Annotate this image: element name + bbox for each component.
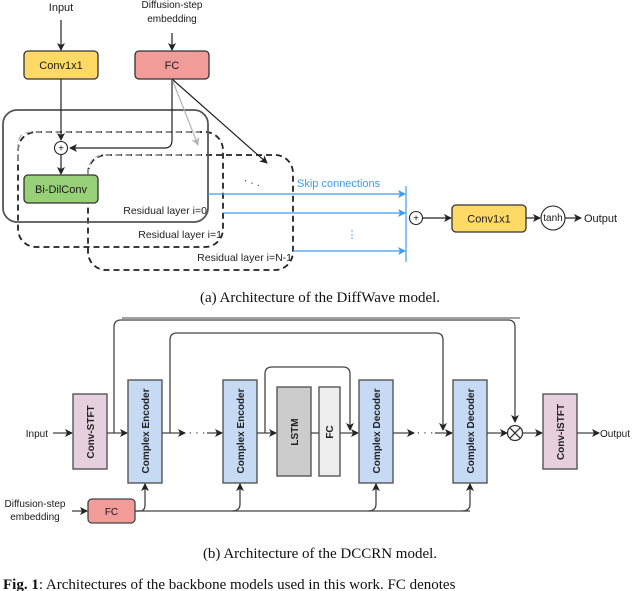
figure-caption-text: : Architectures of the backbone models u… — [39, 577, 456, 591]
dccrn-embedding-label-line1: Diffusion-step — [5, 499, 66, 510]
figure-caption-prefix: Fig. 1 — [3, 577, 39, 591]
complex-encoder-1 — [127, 379, 163, 484]
conv1x1-input-label: Conv1x1 — [39, 60, 82, 72]
figure-caption: Fig. 1: Architectures of the backbone mo… — [3, 577, 456, 591]
input-label: Input — [49, 2, 73, 14]
bidilconv-block — [23, 174, 99, 204]
lstm-label: LSTM — [290, 418, 301, 445]
embedding-to-decoder1-arrow — [367, 483, 380, 512]
complex-encoder-1-label: Complex Encoder — [141, 388, 152, 473]
fc-embedding-label: FC — [105, 507, 118, 518]
bidilconv-label: Bi-DilConv — [35, 184, 87, 196]
complex-encoder-n-label: Complex Encoder — [236, 388, 247, 473]
layers-ellipsis: · · · — [242, 174, 262, 191]
fc-mid-label: FC — [325, 425, 336, 438]
dccrn-embedding-label-line2: embedding — [10, 512, 59, 523]
complex-decoder-1-label: Complex Decoder — [372, 388, 383, 473]
conv-stft-block — [72, 393, 108, 470]
skip-connection-outer — [113, 319, 519, 433]
conv-stft-label: Conv-STFT — [86, 405, 97, 458]
dccrn-diagram: Input Conv-STFT Complex Encoder · · · Co… — [5, 319, 630, 524]
conv-istft-label: Conv-iSTFT — [556, 404, 567, 460]
fc-mid-block — [318, 386, 341, 477]
residual-layer-n-1-label: Residual layer i=N-1 — [197, 252, 292, 264]
decoder-ellipsis: · · · — [416, 427, 433, 439]
fc-to-layerN-arrow — [171, 78, 268, 164]
dccrn-input-label: Input — [26, 429, 48, 440]
lstm-block — [276, 386, 312, 477]
conv1x1-output-label: Conv1x1 — [467, 214, 510, 226]
output-label: Output — [584, 213, 617, 225]
residual-layer-1-label: Residual layer i=1 — [138, 229, 222, 241]
complex-decoder-n-label: Complex Decoder — [466, 388, 477, 473]
skip-connection-inner — [264, 366, 354, 433]
caption-a: (a) Architecture of the DiffWave model. — [200, 290, 440, 306]
skip-vertical-ellipsis: ⋮ — [347, 229, 358, 241]
caption-b: (b) Architecture of the DCCRN model. — [203, 546, 437, 562]
embedding-to-encoder2-arrow — [231, 483, 244, 512]
encoder-ellipsis: · · · — [188, 427, 205, 439]
conv-istft-block — [542, 393, 578, 470]
skip-connections-label: Skip connections — [297, 178, 381, 190]
grey-dashed-outline — [17, 131, 200, 160]
tanh-label: tanh — [543, 213, 562, 224]
diffwave-diagram: Input Diffusion-step embedding Conv1x1 F… — [2, 0, 617, 271]
embedding-to-decoder2-arrow — [461, 483, 474, 512]
fc-to-sum-arrow — [69, 79, 173, 152]
fc-label: FC — [165, 60, 180, 72]
embedding-label-line1: Diffusion-step — [142, 0, 203, 11]
skip-connection-middle — [169, 332, 447, 433]
complex-decoder-n — [452, 379, 488, 484]
fc-to-layer1-arrow — [171, 78, 200, 146]
embedding-label-line2: embedding — [147, 14, 196, 25]
grey-dashed-outline-2 — [87, 154, 205, 176]
residual-layer-0-label: Residual layer i=0 — [123, 205, 207, 217]
sum-node — [53, 140, 69, 156]
complex-decoder-1 — [358, 379, 394, 484]
multiply-cross-2 — [509, 427, 521, 439]
embedding-to-encoder1-arrow — [135, 483, 149, 512]
output-sum-symbol: + — [413, 214, 419, 225]
sum-symbol: + — [58, 144, 64, 155]
output-sum-node — [408, 210, 424, 226]
residual-layer-0-box — [2, 109, 209, 223]
dccrn-output-label: Output — [600, 429, 630, 440]
